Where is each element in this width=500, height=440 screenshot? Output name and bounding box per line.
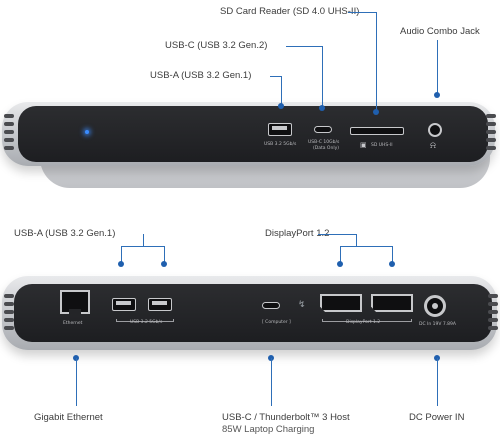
leader-dp-horizontal-2: [340, 246, 392, 247]
back-dock-panel: [14, 284, 492, 342]
leader-dc-vertical: [437, 358, 438, 406]
leader-back-usba-horizontal: [121, 246, 164, 247]
callout-usb-c-thunderbolt-host: USB-C / Thunderbolt™ 3 Host 85W Laptop C…: [222, 412, 350, 436]
audio-combo-jack: [428, 123, 442, 137]
leader-front-usba-vertical: [281, 76, 282, 106]
leader-dp-stem: [356, 234, 357, 246]
dc-mark: DC In 19V 7.89A: [419, 322, 456, 327]
leader-dp-dot-2: [389, 261, 395, 267]
displayport-bracket: [322, 319, 412, 322]
front-usb-c-port: [314, 126, 332, 133]
back-usb-a-port-1: [112, 298, 136, 311]
front-usb-a-mark: USB 3.2 5Gb/s: [264, 142, 297, 147]
leader-audio-vertical: [437, 40, 438, 95]
leader-dp-dot-1: [337, 261, 343, 267]
ethernet-mark: Ethernet: [63, 321, 83, 326]
callout-gigabit-ethernet: Gigabit Ethernet: [34, 412, 103, 423]
usb-c-host-label: USB-C / Thunderbolt™ 3 Host: [222, 412, 350, 423]
callout-front-usb-a: USB-A (USB 3.2 Gen.1): [150, 70, 252, 81]
leader-front-usbc-vertical: [322, 46, 323, 108]
leader-sd-dot: [373, 109, 379, 115]
callout-displayport: DisplayPort 1.2: [265, 228, 330, 239]
callout-dc-power-in: DC Power IN: [409, 412, 465, 423]
callout-back-usb-a: USB-A (USB 3.2 Gen.1): [14, 228, 116, 239]
leader-front-usbc-horizontal: [286, 46, 322, 47]
leader-back-usba-stem: [143, 234, 144, 246]
leader-sd-vertical: [376, 12, 377, 112]
power-led: [85, 130, 89, 134]
front-dock-panel: [18, 106, 488, 162]
leader-front-usba-horizontal: [270, 76, 281, 77]
headphone-icon: ⍾: [430, 140, 436, 150]
leader-sd-horizontal: [348, 12, 376, 13]
leader-back-usba-dot-1: [118, 261, 124, 267]
back-usb-a-bracket: [116, 319, 174, 322]
displayport-1: [320, 294, 362, 312]
callout-sd-card-reader: SD Card Reader (SD 4.0 UHS-II): [220, 6, 360, 17]
front-usb-c-mark-1: USB-C 10Gb/s: [308, 140, 340, 145]
usb-c-host-port: [262, 302, 280, 309]
leader-back-usba-left: [121, 246, 122, 264]
leader-dp-left: [340, 246, 341, 264]
computer-mark: [ Computer ]: [262, 320, 291, 325]
leader-dp-horizontal-1: [318, 234, 356, 235]
thunderbolt-icon: ↯: [298, 299, 306, 309]
leader-audio-dot: [434, 92, 440, 98]
back-dock: Ethernet USB 3.2 5Gb/s ↯ [ Computer ] Di…: [0, 262, 500, 382]
displayport-2: [371, 294, 413, 312]
leader-back-usba-right: [164, 246, 165, 264]
front-usb-a-port: [268, 123, 292, 136]
front-dock: USB 3.2 5Gb/s USB-C 10Gb/s (Data Only) ▣…: [0, 92, 500, 202]
back-usb-a-mark: USB 3.2 5Gb/s: [130, 320, 163, 325]
sd-mark: SD UHS-II: [371, 143, 393, 148]
sd-card-slot: [350, 127, 404, 135]
displayport-mark: DisplayPort 1.2: [346, 320, 381, 325]
callout-front-usb-c: USB-C (USB 3.2 Gen.2): [165, 40, 268, 51]
leader-back-usba-dot-2: [161, 261, 167, 267]
front-usb-c-mark-2: (Data Only): [313, 146, 339, 151]
dc-power-port: [424, 295, 446, 317]
leader-ethernet-vertical: [76, 358, 77, 406]
leader-front-usba-dot: [278, 103, 284, 109]
leader-front-usbc-dot: [319, 105, 325, 111]
ethernet-port: [60, 290, 90, 314]
sd-card-icon: ▣: [360, 142, 367, 149]
leader-dp-right: [392, 246, 393, 264]
usb-c-host-charging-label: 85W Laptop Charging: [222, 424, 315, 435]
back-usb-a-port-2: [148, 298, 172, 311]
callout-audio-combo-jack: Audio Combo Jack: [400, 26, 480, 37]
leader-usbc-host-vertical: [271, 358, 272, 406]
